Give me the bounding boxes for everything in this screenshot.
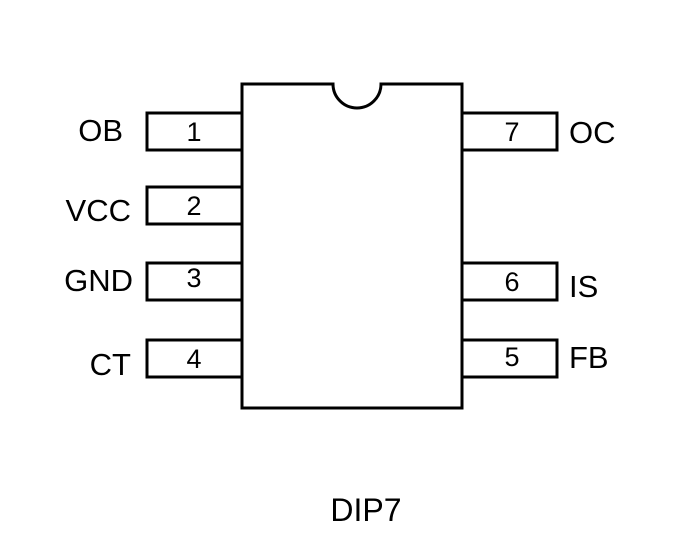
pin-6-number: 6 <box>504 267 519 297</box>
pin-2-number: 2 <box>186 191 201 221</box>
pin-4: 4 CT <box>90 338 244 382</box>
pin-2: 2 VCC <box>66 185 244 228</box>
pin-4-number: 4 <box>186 344 201 374</box>
pin-4-label: CT <box>90 347 131 382</box>
pin-3-label: GND <box>64 263 133 298</box>
pin-7-lead <box>460 111 559 152</box>
pin-5-label: FB <box>569 340 609 375</box>
package-name: DIP7 <box>330 492 401 528</box>
pin-1-number: 1 <box>186 117 201 147</box>
pin-6-label: IS <box>569 269 598 304</box>
ic-body <box>240 82 464 410</box>
pin-2-lead <box>145 185 244 226</box>
pin-4-lead <box>145 338 244 379</box>
pin-1-lead <box>145 111 244 152</box>
pin-3: 3 GND <box>64 261 244 302</box>
pin-1: 1 OB <box>78 111 244 152</box>
pin-7-number: 7 <box>504 117 519 147</box>
pin-7: 7 OC <box>460 111 616 152</box>
pin-3-number: 3 <box>186 263 201 293</box>
pin-2-label: VCC <box>66 193 131 228</box>
pin-7-label: OC <box>569 115 616 150</box>
pin-6: 6 IS <box>460 261 598 304</box>
pin-5-number: 5 <box>504 342 519 372</box>
pin-3-lead <box>145 261 244 302</box>
pin-1-label: OB <box>78 113 123 148</box>
pin-5: 5 FB <box>460 338 609 379</box>
pin-5-lead <box>460 338 559 379</box>
pin-6-lead <box>460 261 559 302</box>
